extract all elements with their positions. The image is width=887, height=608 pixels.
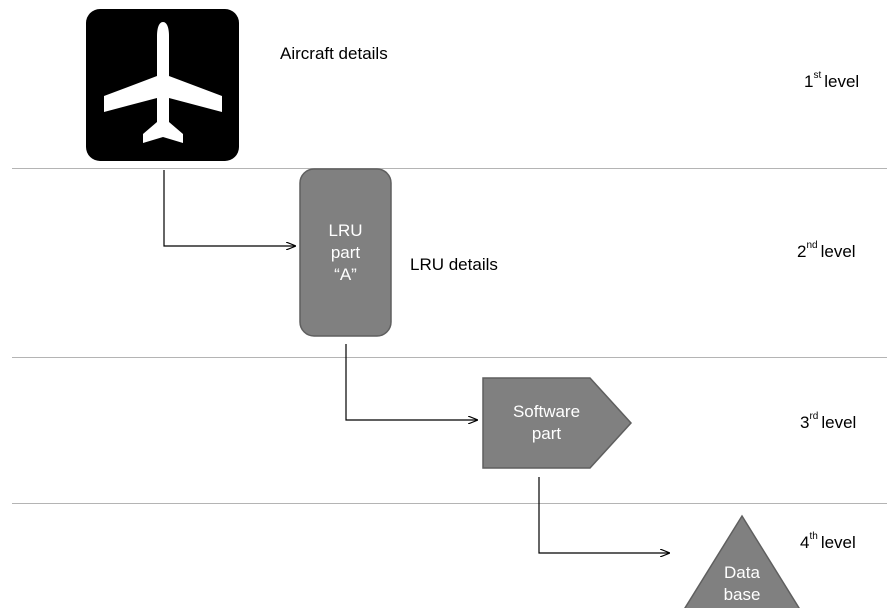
level-separator-2 <box>12 357 887 358</box>
level-separator-3 <box>12 503 887 504</box>
software-part-line-1: Software <box>512 402 581 421</box>
level-4-suffix: th <box>809 531 818 542</box>
level-2-word: level <box>820 242 856 261</box>
database-text: Data base <box>702 562 782 608</box>
level-4-word: level <box>820 533 856 552</box>
lru-part-line-1: LRU <box>328 220 363 240</box>
database-node <box>684 514 800 608</box>
database-line-1: Data <box>724 563 760 582</box>
lru-details-label: LRU details <box>410 255 498 274</box>
aircraft-details-label: Aircraft details <box>280 44 388 63</box>
level-2-suffix: nd <box>806 240 818 251</box>
connector-software-to-database <box>538 477 669 553</box>
airplane-icon <box>86 9 239 161</box>
level-1-word: level <box>824 72 860 91</box>
lru-part-line-3: “A” <box>334 264 357 284</box>
level-3-number: 3 <box>800 413 810 432</box>
connector-lru-to-software <box>345 344 477 420</box>
level-4-number: 4 <box>800 533 810 552</box>
lru-part-line-2: part <box>330 242 361 262</box>
software-part-node <box>482 377 633 469</box>
connector-aircraft-to-lru <box>163 170 295 246</box>
level-3-suffix: rd <box>809 411 819 422</box>
level-1-suffix: st <box>813 70 822 81</box>
software-part-text: Software part <box>483 378 610 468</box>
level-1-number: 1 <box>804 72 814 91</box>
lru-part-text: LRU part “A” <box>300 169 391 336</box>
software-part-line-2: part <box>531 424 562 443</box>
level-separator-1 <box>12 168 887 169</box>
level-3-word: level <box>821 413 857 432</box>
level-2-number: 2 <box>797 242 807 261</box>
lru-part-node <box>299 168 392 337</box>
database-line-2: base <box>723 585 761 604</box>
